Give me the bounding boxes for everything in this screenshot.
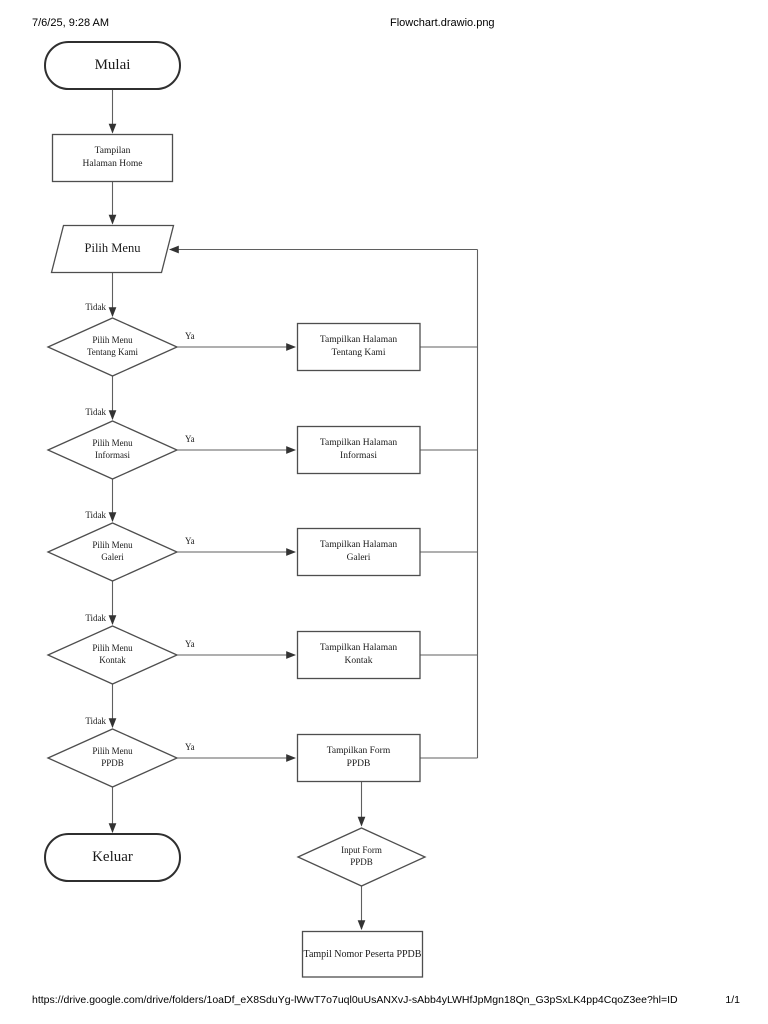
header-document-title: Flowchart.drawio.png (390, 17, 495, 29)
decision-ppdb-shape (46, 728, 179, 788)
process-kontak-shape (296, 630, 421, 680)
decision-input-form-shape (296, 827, 427, 887)
process-informasi-shape (296, 425, 421, 475)
process-final-shape (301, 930, 424, 978)
header-datetime: 7/6/25, 9:28 AM (32, 17, 110, 29)
footer-page-number: 1/1 (725, 994, 740, 1006)
process-tentang-kami-shape (296, 322, 421, 372)
decision-tentang-kami-shape (46, 317, 179, 377)
process-form-ppdb-shape (296, 733, 421, 783)
process-home-shape (51, 133, 174, 183)
decision-informasi-shape (46, 420, 179, 480)
terminator-start-shape (44, 41, 181, 90)
io-menu-shape (50, 224, 175, 274)
footer-url: https://drive.google.com/drive/folders/1… (32, 994, 678, 1006)
terminator-end-shape (44, 833, 181, 882)
decision-kontak-shape (46, 625, 179, 685)
decision-galeri-shape (46, 522, 179, 582)
process-galeri-shape (296, 527, 421, 577)
